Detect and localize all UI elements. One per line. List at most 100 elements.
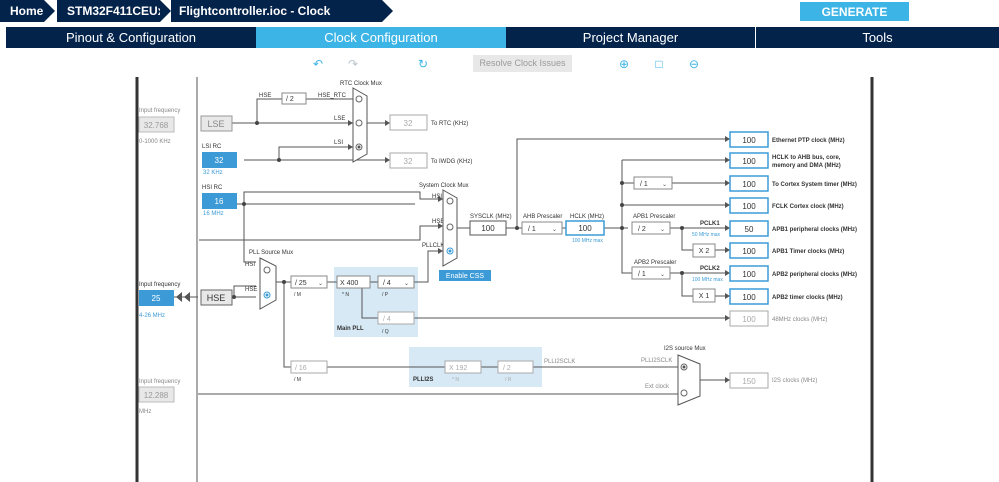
apb1-timer-multiplier [692, 243, 716, 258]
breadcrumb-home[interactable]: Home [0, 0, 57, 22]
generate-code-button[interactable]: GENERATE CODE [800, 2, 909, 38]
sysmux-hsi-label: HSI [432, 194, 442, 200]
plli2s-r-label: / R [505, 377, 512, 383]
cortex-timer-value: 100 [742, 180, 756, 189]
cortex-timer-output[interactable] [729, 175, 769, 192]
usb-48mhz-value: 100 [742, 315, 756, 324]
tab-pinout[interactable]: Pinout & Configuration [65, 30, 197, 45]
plli2s-label: PLLI2S [413, 377, 433, 383]
apb2-prescaler-value: / 1 [638, 271, 646, 278]
rtc-mux-title: RTC Clock Mux [340, 81, 382, 87]
cortex-divider-value: / 1 [640, 181, 648, 188]
plli2s-r-value: / 2 [503, 365, 511, 372]
apb1-timer-output[interactable] [729, 242, 769, 259]
pll-p-divider[interactable] [377, 275, 415, 289]
redo-icon[interactable]: ↷ [347, 57, 359, 71]
i2s-source-mux[interactable] [677, 354, 701, 406]
refresh-icon[interactable]: ↻ [417, 57, 429, 71]
breadcrumb-bar: Home STM32F411CEUx Flightcontroller.ioc … [0, 0, 999, 40]
plli2s-n-multiplier[interactable] [444, 360, 482, 374]
hclk-ahb-label: HCLK to AHB bus, core, [772, 155, 841, 161]
rtc-output-label: To RTC (KHz) [431, 121, 468, 127]
apb2-timer-output[interactable] [729, 288, 769, 305]
i2s-input-label: Input frequency [139, 379, 180, 385]
iwdg-output-value: 32 [404, 157, 413, 166]
i2s-ext-frequency-input[interactable] [138, 386, 175, 403]
lse-block-label: LSE [207, 119, 224, 129]
apb2-peripheral-output[interactable] [729, 265, 769, 282]
i2s-mux-title: I2S source Mux [664, 346, 706, 352]
tab-clock-configuration[interactable]: Clock Configuration [256, 27, 506, 48]
i2s-output[interactable] [729, 372, 769, 389]
rtc-hse-divider[interactable] [281, 92, 307, 105]
sysmux-hse-label: HSE [432, 219, 444, 225]
apb2-prescaler-label: APB2 Prescaler [634, 260, 676, 266]
pll-p-value: / 4 [383, 280, 391, 287]
pll-q-divider[interactable] [377, 311, 415, 325]
ethernet-ptp-output[interactable] [729, 131, 769, 148]
fclk-output[interactable] [729, 197, 769, 214]
plli2s-m-divider[interactable] [290, 360, 328, 374]
pll-source-mux[interactable] [259, 257, 277, 310]
hclk-input[interactable] [565, 220, 605, 236]
lse-frequency-input[interactable] [138, 116, 175, 133]
hse-block[interactable] [200, 289, 233, 306]
apb1-prescaler-label: APB1 Prescaler [633, 214, 675, 220]
chevron-down-icon: ⌄ [660, 272, 665, 278]
plli2s-r-divider[interactable] [497, 360, 534, 374]
lsi-unit: 32 KHz [203, 170, 223, 176]
pclk2-label: PCLK2 [700, 266, 720, 272]
breadcrumb-file[interactable]: Flightcontroller.ioc - Clock Configurati… [171, 0, 395, 40]
tab-tools[interactable]: Tools [862, 30, 893, 45]
main-pll-label: Main PLL [337, 326, 364, 332]
i2s-ext-frequency-value: 12.288 [144, 391, 169, 400]
apb2-timer-multiplier [692, 288, 716, 303]
apb1-timer-label: APB1 Timer clocks (MHz) [772, 249, 844, 255]
output-clocks: 100 Ethernet PTP clock (MHz) 100 HCLK to… [729, 131, 857, 327]
lse-input-label: Input frequency [139, 108, 180, 114]
undo-icon[interactable]: ↶ [312, 57, 324, 71]
plli2s-out-label: PLLI2SCLK [544, 359, 575, 365]
ethernet-ptp-value: 100 [742, 136, 756, 145]
resolve-clock-issues-button[interactable]: Resolve Clock Issues [473, 55, 572, 72]
zoom-out-icon[interactable]: ⊖ [688, 57, 700, 71]
apb1-timer-value: 100 [742, 247, 756, 256]
hsi-block[interactable] [202, 193, 237, 209]
hclk-ahb-value: 100 [742, 157, 756, 166]
apb1-peripheral-output[interactable] [729, 220, 769, 237]
chevron-down-icon: ⌄ [404, 281, 409, 287]
ahb-prescaler-label: AHB Prescaler [523, 214, 562, 220]
cortex-timer-divider[interactable] [633, 176, 673, 190]
apb1-max: 50 MHz max [692, 232, 721, 238]
sysclk-field [469, 220, 507, 236]
breadcrumb-device[interactable]: STM32F411CEUx [57, 0, 173, 22]
iwdg-output-label: To IWDG (KHz) [431, 159, 472, 165]
lsi-block[interactable] [202, 152, 237, 168]
tab-project-manager[interactable]: Project Manager [582, 30, 679, 45]
pll-q-label: / Q [382, 329, 389, 335]
hclk-max: 100 MHz max [572, 238, 603, 244]
apb1-prescaler-select[interactable] [631, 221, 671, 235]
pll-q-value: / 4 [383, 316, 391, 323]
apb2-prescaler-select[interactable] [631, 266, 671, 280]
pll-m-divider[interactable] [290, 275, 328, 289]
usb-48mhz-output[interactable] [729, 310, 769, 327]
rtc-output-value: 32 [404, 119, 413, 128]
chevron-down-icon: ⌄ [662, 182, 667, 188]
i2s-output-label: I2S clocks (MHz) [772, 378, 817, 384]
lse-block[interactable] [200, 115, 233, 132]
rtc-lsi-label: LSI [334, 140, 343, 146]
ahb-prescaler-select[interactable] [521, 221, 563, 235]
plli2s-m-label: / M [294, 377, 301, 383]
apb1-peripheral-value: 50 [745, 225, 754, 234]
lsi-label: LSI RC [202, 144, 222, 150]
zoom-in-icon[interactable]: ⊕ [618, 57, 630, 71]
lse-range: 0-1000 KHz [139, 139, 171, 145]
hse-frequency-input[interactable] [139, 290, 174, 306]
ethernet-ptp-label: Ethernet PTP clock (MHz) [772, 138, 845, 144]
enable-css-button[interactable] [439, 270, 491, 281]
pll-n-multiplier[interactable] [336, 275, 371, 289]
apb2-timer-mult-value: X 1 [699, 293, 710, 300]
fit-screen-icon[interactable]: □ [655, 57, 663, 71]
hclk-ahb-output[interactable] [729, 152, 769, 169]
